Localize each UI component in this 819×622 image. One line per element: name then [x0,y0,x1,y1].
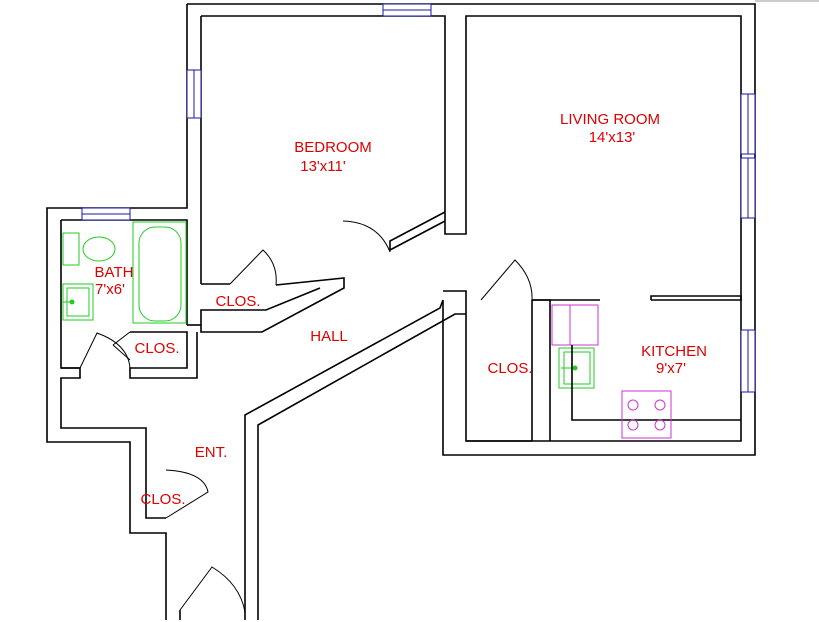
bath-label: BATH [95,264,134,281]
kitchen-north-wall [650,295,742,301]
living-room-size: 14'x13' [589,129,636,146]
doors [79,220,533,613]
door-kitchen-closet [480,259,533,301]
stove-burner-icon [627,419,639,431]
toilet-tank [62,232,80,266]
door-bedroom [342,220,391,253]
bathtub-basin [138,226,182,322]
interior-walls [61,211,742,442]
door-bath-closet [112,331,131,361]
bedroom-west-wall [46,4,188,620]
kitchen-label: KITCHEN [641,343,707,360]
bedroom-label: BEDROOM [294,139,372,156]
outer-wall-inner-outline [201,15,742,296]
entry-label: ENT. [195,444,228,461]
bath-fixtures [62,221,187,324]
door-bath [79,332,131,369]
hall-label: HALL [310,328,348,345]
bedroom-south-wall [389,211,446,252]
closet-label-bedroom: CLOS. [215,293,260,310]
door-bedroom-closet [229,249,277,286]
refrigerator [551,304,599,346]
closet-label-entry: CLOS. [140,491,185,508]
kitchen-sink [558,347,595,389]
living-room-label: LIVING ROOM [560,111,660,128]
windows [81,3,756,393]
bedroom-size: 13'x11' [300,158,346,175]
door-entry [179,566,246,613]
entry-wall-right-inner [257,313,466,620]
kitchen-size: 9'x7' [656,360,686,377]
stove [621,390,672,439]
outer-wall-outline [187,3,756,456]
stove-burner-icon [627,399,639,411]
exterior-walls [46,3,756,620]
hall-diagonal-wall [200,277,345,333]
door-entry-closet [165,469,209,519]
closet-label-kitchen: CLOS. [487,360,532,377]
closet-label-bath: CLOS. [134,340,179,357]
stove-burner-icon [654,419,666,431]
kitchen-fixtures [551,304,741,439]
bath-size: 7'x6' [95,281,125,298]
room-labels: LIVING ROOM 14'x13' BEDROOM 13'x11' BATH… [95,111,707,508]
toilet-bowl-icon [82,236,116,262]
bathtub [132,221,187,324]
stove-burner-icon [654,399,666,411]
entry-wall-right [244,299,444,620]
kitchen-closet-east [532,299,551,441]
kitchen-counter [571,345,741,421]
kitchen-closet-top [443,290,467,300]
